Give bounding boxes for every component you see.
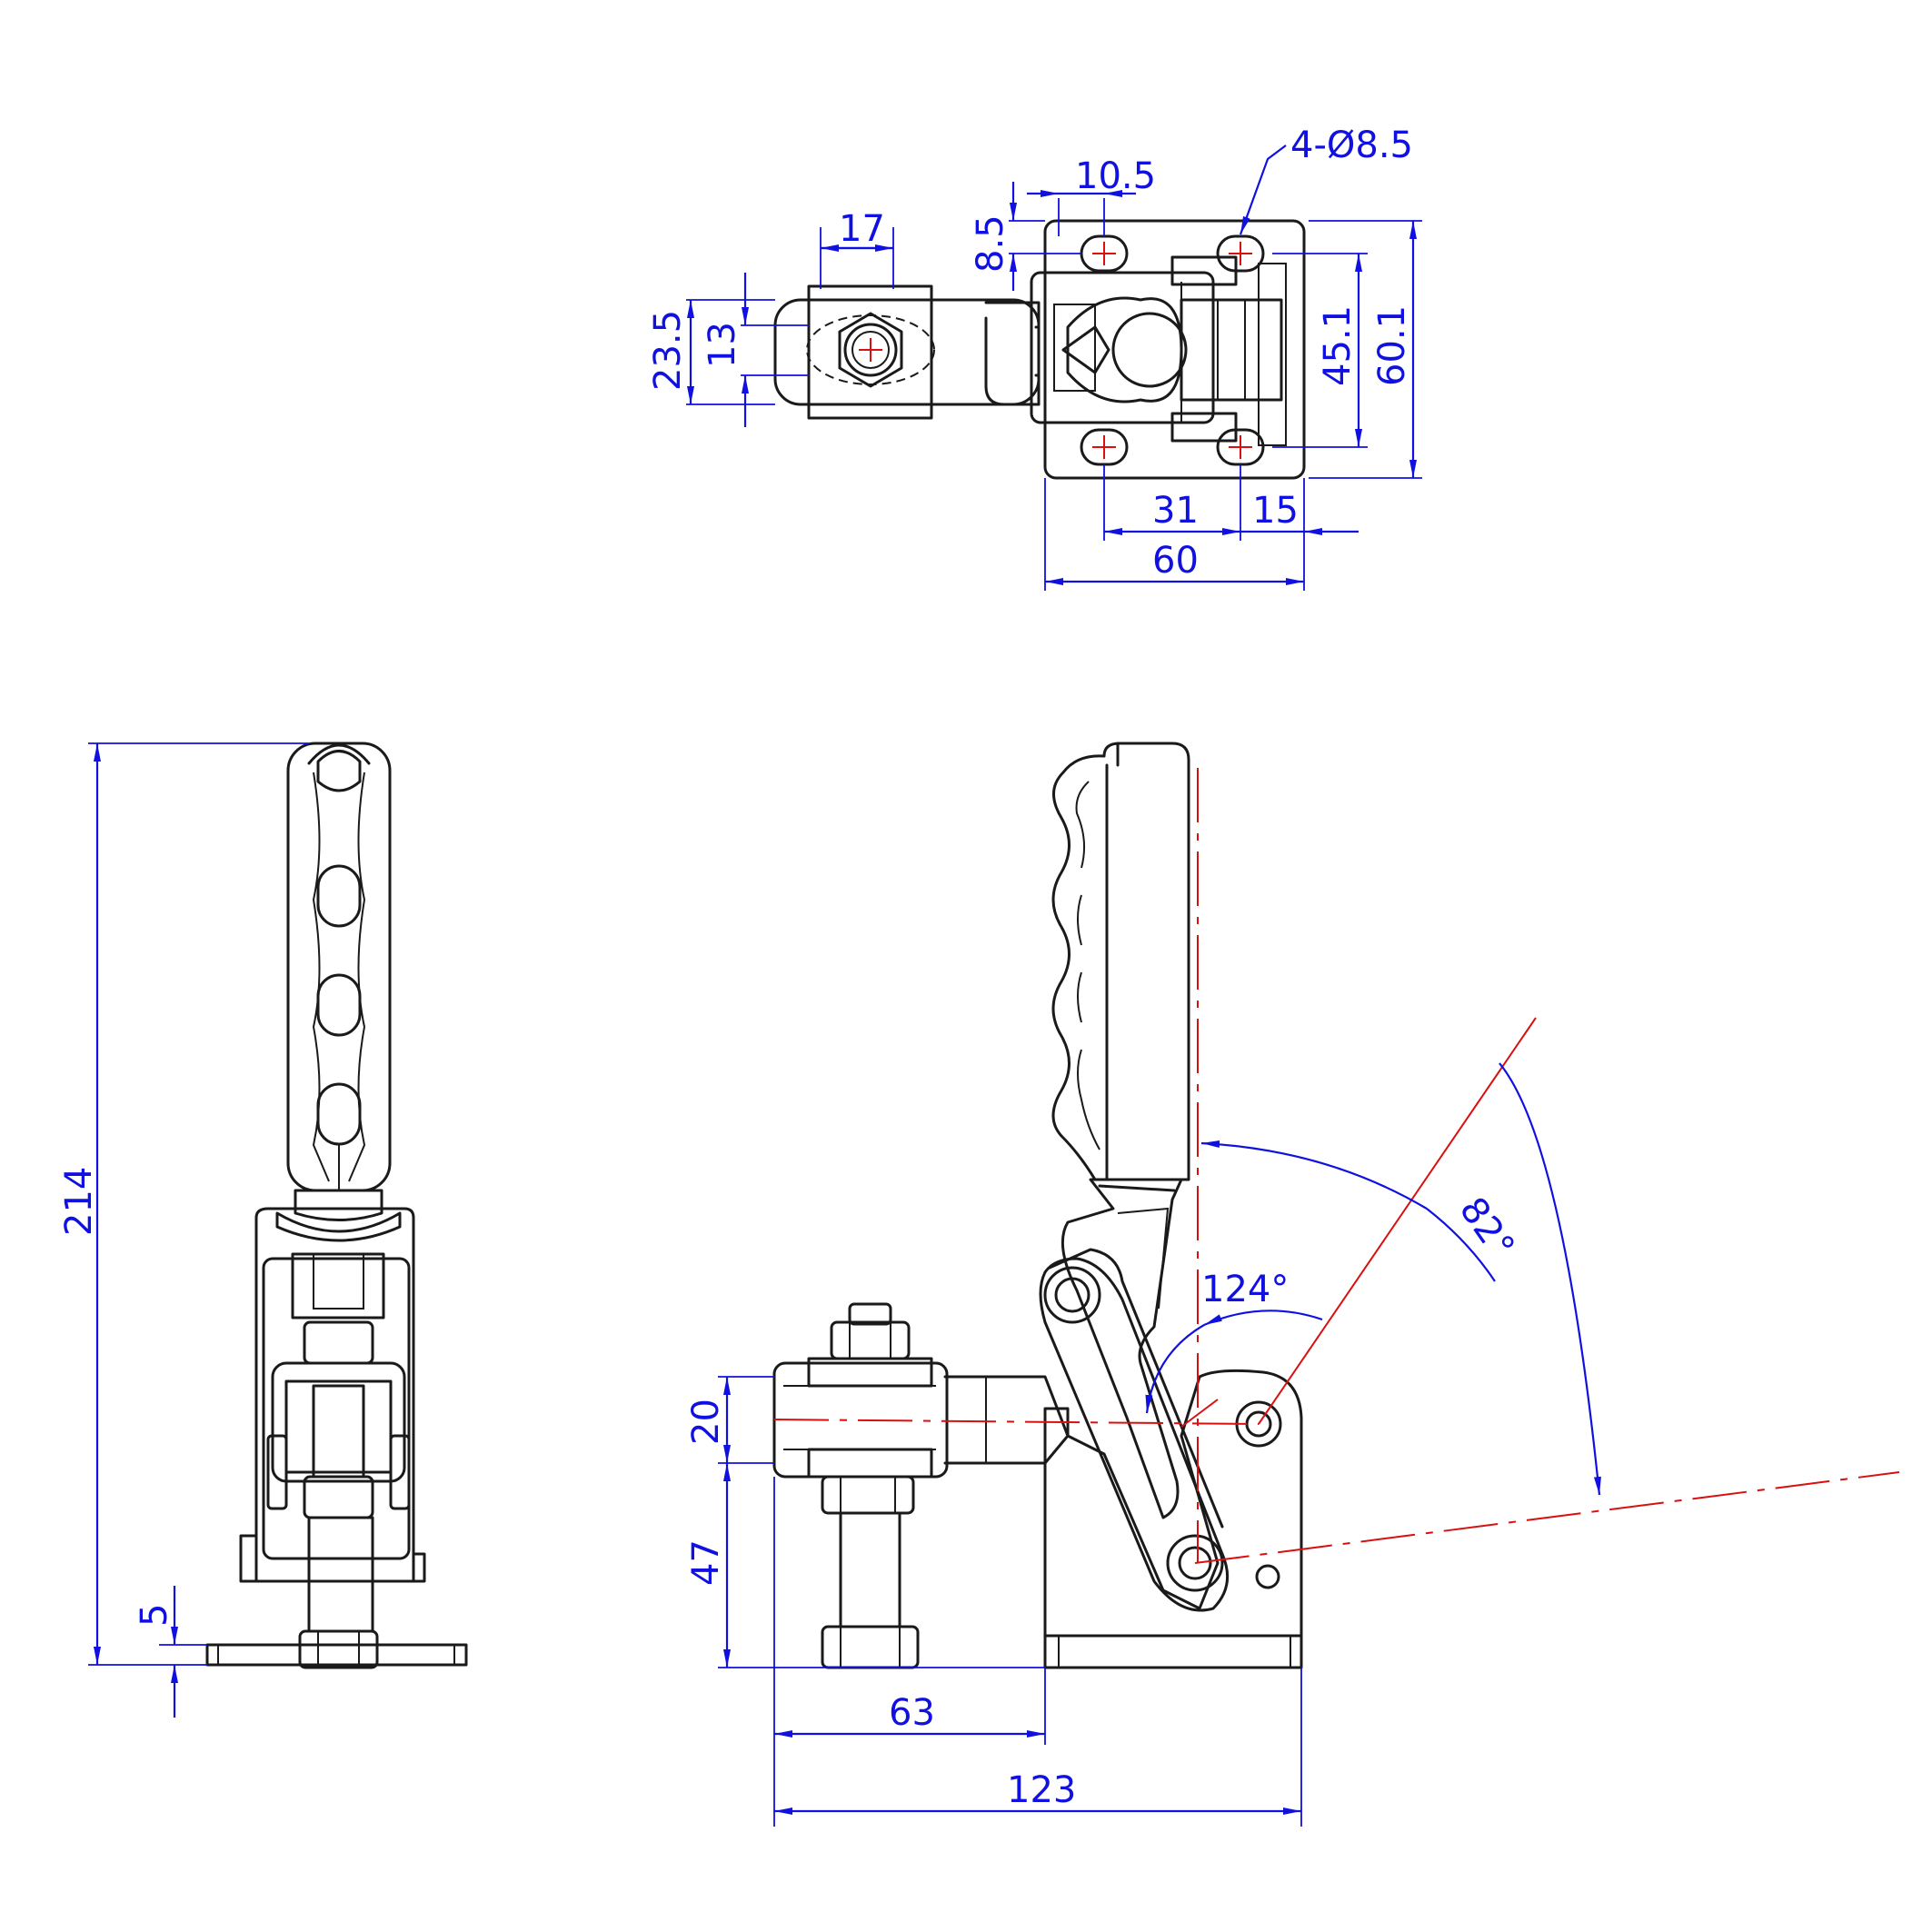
handle — [1051, 742, 1190, 1181]
top-view-dimensions: 10.5 4-Ø8.5 8.5 17 23.5 13 — [647, 124, 1422, 591]
dim-base-width: 60.1 — [1371, 305, 1413, 386]
dim-hole-spacing-vertical: 45.1 — [1317, 305, 1359, 386]
connecting-link — [1039, 1257, 1230, 1612]
clamp-arm — [772, 1357, 1070, 1479]
side-view: 20 47 63 123 124° 82° — [685, 742, 1900, 1827]
arm-connector — [984, 301, 1041, 406]
dim-overall-length: 123 — [1007, 1769, 1076, 1811]
dim-hole-spacing-horizontal: 31 — [1152, 490, 1199, 532]
body-frame — [239, 1207, 426, 1669]
hex-nut-icon — [838, 312, 903, 388]
dim-open-angle: 124° — [1201, 1269, 1289, 1310]
dim-hole-edge-offset: 8.5 — [970, 214, 1011, 273]
side-view-dimensions: 20 47 63 123 124° 82° — [685, 1062, 1601, 1827]
dim-base-thickness: 5 — [134, 1604, 175, 1627]
pivot-collar — [275, 1189, 402, 1242]
handle-grip — [286, 742, 392, 1192]
dim-overall-height: 214 — [58, 1167, 100, 1236]
side-view-centerlines — [773, 768, 1900, 1564]
dim-spindle-inner: 13 — [702, 322, 743, 368]
dim-arm-reach: 63 — [889, 1692, 935, 1734]
spindle-holder — [773, 284, 1041, 420]
dim-spindle-flat: 17 — [839, 208, 885, 250]
base-body — [1043, 1369, 1303, 1669]
dim-arm-elevation: 47 — [685, 1539, 727, 1586]
dim-slot-pitch: 10.5 — [1075, 155, 1156, 197]
front-view: 214 5 — [58, 742, 468, 1718]
clamp-spindle — [821, 1302, 920, 1669]
top-view: 10.5 4-Ø8.5 8.5 17 23.5 13 — [647, 124, 1422, 591]
dim-handle-angle: 82° — [1451, 1190, 1522, 1266]
dim-spindle-height: 23.5 — [647, 310, 689, 391]
dim-edge-offset: 15 — [1252, 490, 1299, 532]
dim-arm-height: 20 — [685, 1399, 727, 1445]
dim-base-length: 60 — [1152, 540, 1199, 582]
dim-hole-spec: 4-Ø8.5 — [1290, 124, 1413, 166]
pivot-pin-upper — [1043, 1248, 1224, 1529]
handle-link — [1061, 1178, 1183, 1519]
base-plate — [1030, 219, 1306, 480]
base-flange — [205, 1643, 468, 1667]
front-view-dimensions: 214 5 — [58, 742, 309, 1718]
